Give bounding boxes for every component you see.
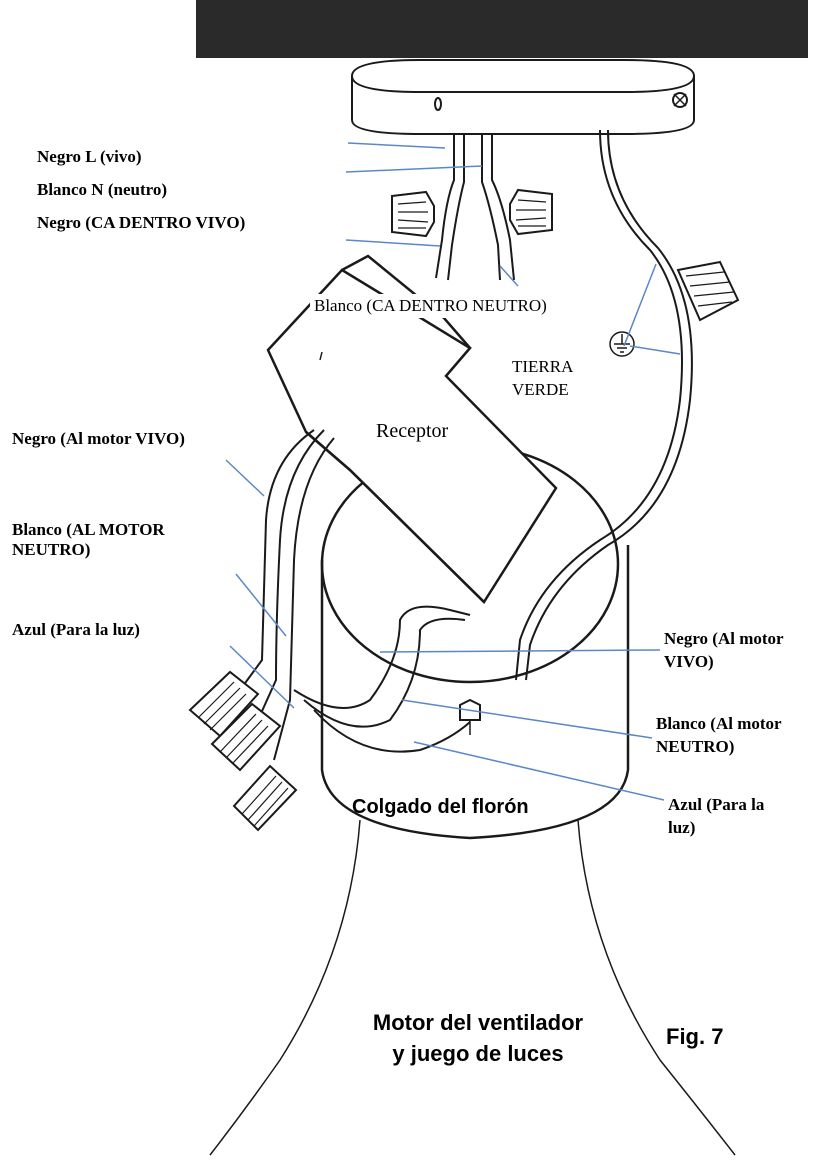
label-black-ac-in: Negro (CA DENTRO VIVO) bbox=[37, 213, 246, 232]
motor-label: Motor del ventilador y juego de luces bbox=[372, 1010, 584, 1066]
label-ground: TIERRA VERDE bbox=[512, 356, 612, 402]
label-blue-light-right: Azul (Para la luz) bbox=[668, 795, 765, 837]
label-white-neutral: Blanco N (neutro) bbox=[37, 180, 168, 199]
canopy-label: Colgado del florón bbox=[352, 796, 529, 818]
ground-symbol bbox=[609, 331, 635, 357]
fan-motor-body bbox=[209, 819, 736, 1156]
label-black-to-motor-right: Negro (Al motor VIVO) bbox=[664, 629, 784, 671]
motor-lead-wires bbox=[239, 429, 471, 761]
mounting-bracket bbox=[351, 59, 695, 135]
label-white-to-motor-right: Blanco (Al motor NEUTRO) bbox=[656, 714, 782, 756]
ceiling-bar bbox=[196, 0, 808, 58]
label-black-live: Negro L (vivo) bbox=[37, 147, 142, 166]
label-blue-light-left: Azul (Para la luz) bbox=[12, 620, 140, 639]
wire-nuts-left bbox=[188, 670, 298, 832]
supply-wires bbox=[435, 129, 693, 681]
label-white-to-motor-left: Blanco (AL MOTOR NEUTRO) bbox=[12, 520, 165, 559]
label-black-to-motor-left: Negro (Al motor VIVO) bbox=[12, 429, 185, 448]
receiver-label: Receptor bbox=[372, 420, 453, 443]
figure-number: Fig. 7 bbox=[666, 1024, 724, 1049]
wire-nuts-top bbox=[391, 188, 740, 322]
leader-lines bbox=[225, 142, 681, 801]
label-white-ac-in: Blanco (CA DENTRO NEUTRO) bbox=[310, 294, 551, 318]
